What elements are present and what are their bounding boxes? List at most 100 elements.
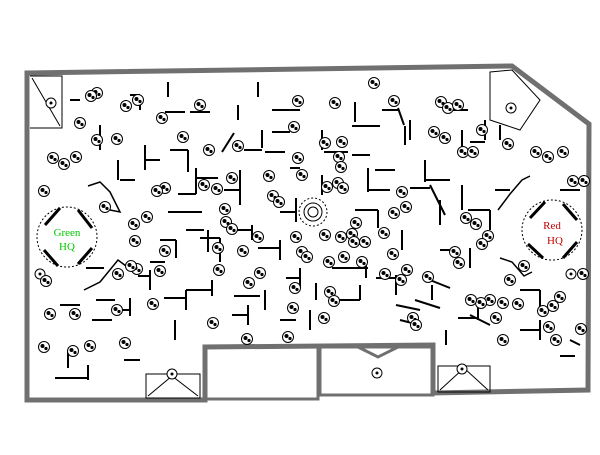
tree-icon <box>348 236 360 248</box>
tree-icon <box>111 133 123 145</box>
tree-icon <box>336 136 348 148</box>
tree-icon <box>497 297 509 309</box>
tree-icon <box>457 146 469 158</box>
tree-icon <box>410 319 422 331</box>
tree-icon <box>84 340 96 352</box>
spawn-point-icon <box>371 367 383 379</box>
tree-icon <box>476 124 488 136</box>
tree-icon <box>518 260 530 272</box>
tree-icon <box>428 126 440 138</box>
tree-icon <box>111 304 123 316</box>
tree-icon <box>449 246 461 258</box>
tree-icon <box>401 264 413 276</box>
tree-icon <box>147 298 159 310</box>
tree-icon <box>119 337 131 349</box>
tree-icon <box>128 218 140 230</box>
tree-icon <box>125 260 137 272</box>
tree-icon <box>112 268 124 280</box>
wall-segment <box>569 339 581 346</box>
barricade <box>497 175 531 211</box>
tree-icon <box>388 95 400 107</box>
tree-icon <box>282 331 294 343</box>
tree-icon <box>141 211 153 223</box>
tree-icon <box>70 151 82 163</box>
tree-icon <box>323 256 335 268</box>
bottom-rooms <box>203 345 435 401</box>
tree-icon <box>422 271 434 283</box>
tree-icon <box>453 257 465 269</box>
tree-icon <box>328 295 340 307</box>
arena-boundary <box>24 63 592 403</box>
tree-icon <box>207 317 219 329</box>
tree-icon <box>400 201 412 213</box>
tree-icon <box>439 132 451 144</box>
tree-icon <box>237 245 249 257</box>
tree-icon <box>333 151 345 163</box>
tree-icon <box>156 112 168 124</box>
tree-icon <box>74 117 86 129</box>
tree-icon <box>557 146 569 158</box>
tree-icon <box>350 217 362 229</box>
central-objective-icon <box>298 197 328 227</box>
tree-icon <box>213 264 225 276</box>
tree-icon <box>550 334 562 346</box>
green-hq-label-line2: HQ <box>59 241 75 253</box>
tree-icon <box>194 99 206 111</box>
tree-icon <box>151 185 163 197</box>
tree-icon <box>502 138 514 150</box>
tree-icon <box>537 305 549 317</box>
tree-icon <box>219 203 231 215</box>
tree-icon <box>467 146 479 158</box>
tree-icon <box>512 298 524 310</box>
tree-icon <box>289 282 301 294</box>
tree-icon <box>319 229 331 241</box>
tree-icon <box>396 186 408 198</box>
tree-icon <box>58 158 70 170</box>
tree-icon <box>44 308 56 320</box>
spawn-point-icon <box>45 97 57 109</box>
wall-segment <box>414 299 441 309</box>
tree-icon <box>395 274 407 286</box>
tree-icon <box>575 323 587 335</box>
tree-icon <box>476 238 488 250</box>
tree-icon <box>554 291 566 303</box>
tree-icon <box>452 99 464 111</box>
tree-icon <box>475 297 487 309</box>
red-hq-label-line1: Red <box>543 220 561 232</box>
barricade <box>87 181 122 214</box>
tree-icon <box>470 218 482 230</box>
tree-icon <box>577 268 589 280</box>
tree-icon <box>497 334 509 346</box>
tree-icon <box>567 175 579 187</box>
tree-icon <box>211 183 223 195</box>
tree-icon <box>356 256 368 268</box>
tree-icon <box>99 201 111 213</box>
corner-bays <box>30 69 541 399</box>
wall-segment <box>221 132 235 153</box>
green-hq-label-line1: Green <box>54 227 81 239</box>
tree-icon <box>38 341 50 353</box>
tree-icon <box>254 267 266 279</box>
tree-icon <box>226 223 238 235</box>
tree-icon <box>547 300 559 312</box>
tree-icon <box>243 277 255 289</box>
tree-icon <box>337 182 349 194</box>
tree-icon <box>232 140 244 152</box>
tree-icon <box>319 137 331 149</box>
tree-icon <box>530 146 542 158</box>
tree-icon <box>442 102 454 114</box>
tree-icon <box>120 100 132 112</box>
spawn-point-icon <box>505 102 517 114</box>
tree-icon <box>159 245 171 257</box>
tree-icon <box>578 175 590 187</box>
red-hq-label-line2: HQ <box>547 235 563 247</box>
tree-icon <box>490 312 502 324</box>
tree-icon <box>543 321 555 333</box>
wall-segment <box>429 184 446 216</box>
tree-icon <box>388 207 400 219</box>
tree-icon <box>387 248 399 260</box>
wall-segment <box>395 304 421 311</box>
tree-icon <box>154 265 166 277</box>
tree-icon <box>47 152 59 164</box>
